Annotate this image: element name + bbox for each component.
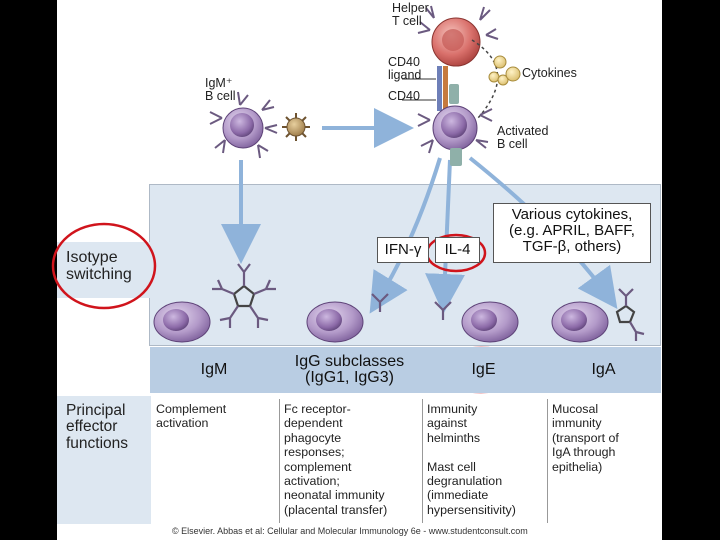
ifn-gamma-box: IFN-γ: [377, 237, 429, 263]
cd40-interaction: [402, 66, 459, 111]
copyright-line: © Elsevier. Abbas et al: Cellular and Mo…: [172, 526, 528, 536]
igm-b-cell: [209, 91, 310, 159]
cd40-ligand-label: CD40 ligand: [388, 55, 422, 83]
igm-b-cell-label: IgM⁺ B cell: [205, 76, 236, 104]
plasma-cell-row: [153, 301, 609, 343]
isotype-igm: IgM: [150, 347, 279, 393]
various-cytokines-box: Various cytokines, (e.g. APRIL, BAFF, TG…: [493, 203, 651, 263]
isotype-switching-label: Isotype switching: [66, 249, 132, 283]
effector-ige: Immunity against helminths Mast cell deg…: [422, 399, 546, 523]
cytokine-molecules: [471, 39, 521, 119]
helper-t-cell-label: Helper T cell: [392, 1, 429, 29]
effector-igm: Complement activation: [152, 399, 278, 523]
effector-igg: Fc receptor- dependent phagocyte respons…: [279, 399, 421, 523]
effector-iga: Mucosal immunity (transport of IgA throu…: [547, 399, 661, 523]
cytokines-label: Cytokines: [522, 66, 577, 80]
activated-b-cell-label: Activated B cell: [497, 124, 549, 152]
cd40-label: CD40: [388, 89, 420, 103]
isotype-iga: IgA: [546, 347, 661, 393]
isotype-ige: IgE: [421, 347, 547, 393]
principal-panel-background: [57, 396, 151, 524]
isotype-label-background: [57, 242, 150, 298]
principal-effector-label: Principal effector functions: [66, 402, 129, 452]
secreted-antibodies: [212, 263, 645, 341]
isotype-igg: IgG subclasses (IgG1, IgG3): [278, 347, 422, 393]
il4-box: IL-4: [435, 237, 480, 263]
helper-t-cell: [417, 5, 499, 67]
activated-b-cell: [417, 105, 493, 166]
